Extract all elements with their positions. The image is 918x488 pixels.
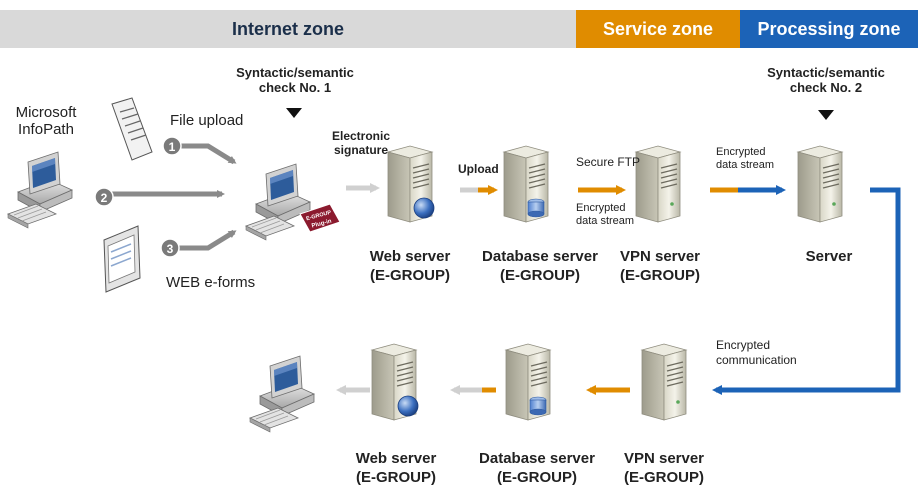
database-server-top-label: Database server (E-GROUP) (474, 248, 606, 286)
upload-label: Upload (458, 162, 499, 176)
client-computer-icon (245, 163, 311, 241)
plugin-label-line2: Plug-in (311, 218, 333, 229)
web-eforms-label: WEB e-forms (166, 274, 256, 291)
web-eforms-arrow (172, 229, 237, 251)
electronic-signature-label: Electronic signature (322, 129, 400, 158)
vpn-server-bottom-icon (641, 343, 687, 421)
step-1-number: 1 (169, 140, 176, 154)
web-server-top-line2: (E-GROUP) (370, 266, 450, 284)
web-server-top-line1: Web server (369, 248, 451, 265)
enc-stream-line1: Encrypted (576, 202, 626, 214)
web-server-top-label: Web server (E-GROUP) (360, 248, 460, 286)
db-server-top-line1: Database server (482, 248, 598, 265)
service-zone-header: Service zone (576, 10, 740, 48)
step-2-number: 2 (101, 191, 108, 205)
check2-line1: Syntactic/semantic (767, 65, 885, 80)
enc-stream-line2: data stream (576, 215, 635, 228)
enc-comm-line2: communication (716, 353, 797, 367)
infopath-label: Microsoft InfoPath (6, 104, 86, 139)
check1-pointer-icon (286, 108, 302, 118)
encrypted-communication-label: Encrypted communication (716, 338, 797, 368)
enc-stream2-line2: data stream (716, 159, 775, 172)
check2-pointer-icon (818, 110, 834, 120)
step-2-badge: 2 (94, 187, 114, 207)
database-server-bottom-label: Database server (E-GROUP) (470, 450, 604, 488)
service-zone-title: Service zone (602, 18, 714, 39)
encrypted-stream-label: Encrypted data stream (576, 202, 634, 228)
file-upload-arrow (172, 143, 237, 165)
document-icon (111, 97, 153, 161)
enc-stream2-line1: Encrypted (716, 146, 766, 158)
check2-line2: check No. 2 (789, 79, 863, 95)
internet-zone-header: Internet zone (0, 10, 576, 48)
processing-zone-header: Processing zone (740, 10, 918, 48)
enc-comm-line1: Encrypted (716, 338, 771, 352)
processing-zone-title: Processing zone (757, 18, 901, 39)
check1-line1: Syntactic/semantic (236, 65, 354, 80)
step-3-number: 3 (167, 242, 174, 256)
web-server-bottom-icon (371, 343, 419, 421)
vpn-server-top-line1: VPN server (619, 248, 701, 265)
database-server-bottom-icon (505, 343, 551, 421)
secure-ftp-label: Secure FTP (576, 155, 641, 169)
microsoft-line1: Microsoft (15, 104, 77, 121)
electronic-line2: signature (333, 142, 388, 157)
vpn-server-bottom-line2: (E-GROUP) (624, 468, 704, 486)
step-3-badge: 3 (160, 238, 180, 258)
database-server-top-icon (503, 145, 549, 223)
file-upload-label: File upload (170, 112, 244, 129)
vpn-server-bottom-line1: VPN server (623, 450, 705, 467)
electronic-line1: Electronic (331, 129, 391, 143)
check1-line2: check No. 1 (258, 79, 332, 95)
db-server-top-line2: (E-GROUP) (500, 266, 580, 284)
check2-label: Syntactic/semantic check No. 2 (760, 65, 892, 96)
web-server-bottom-line1: Web server (355, 450, 437, 467)
web-server-bottom-label: Web server (E-GROUP) (346, 450, 446, 488)
web-server-top-icon (387, 145, 435, 223)
plugin-badge-icon: E-GROUP Plug-in (299, 203, 341, 233)
client-computer-bottom-icon (249, 355, 315, 433)
internet-zone-title: Internet zone (231, 18, 344, 39)
db-server-bottom-line2: (E-GROUP) (497, 468, 577, 486)
vpn-server-bottom-label: VPN server (E-GROUP) (614, 450, 714, 488)
vpn-server-top-label: VPN server (E-GROUP) (610, 248, 710, 286)
processing-server-label: Server (805, 248, 853, 265)
processing-server-icon (797, 145, 843, 223)
db-server-bottom-line1: Database server (479, 450, 595, 467)
vpn-server-top-icon (635, 145, 681, 223)
vpn-server-top-line2: (E-GROUP) (620, 266, 700, 284)
web-form-icon (103, 225, 141, 293)
web-server-bottom-line2: (E-GROUP) (356, 468, 436, 486)
microsoft-line2: InfoPath (18, 121, 74, 139)
step-1-badge: 1 (162, 136, 182, 156)
check1-label: Syntactic/semantic check No. 1 (230, 65, 360, 96)
encrypted-stream-label-2: Encrypted data stream (716, 146, 774, 172)
infopath-computer-icon (7, 151, 73, 229)
return-path-arrow (712, 187, 901, 395)
